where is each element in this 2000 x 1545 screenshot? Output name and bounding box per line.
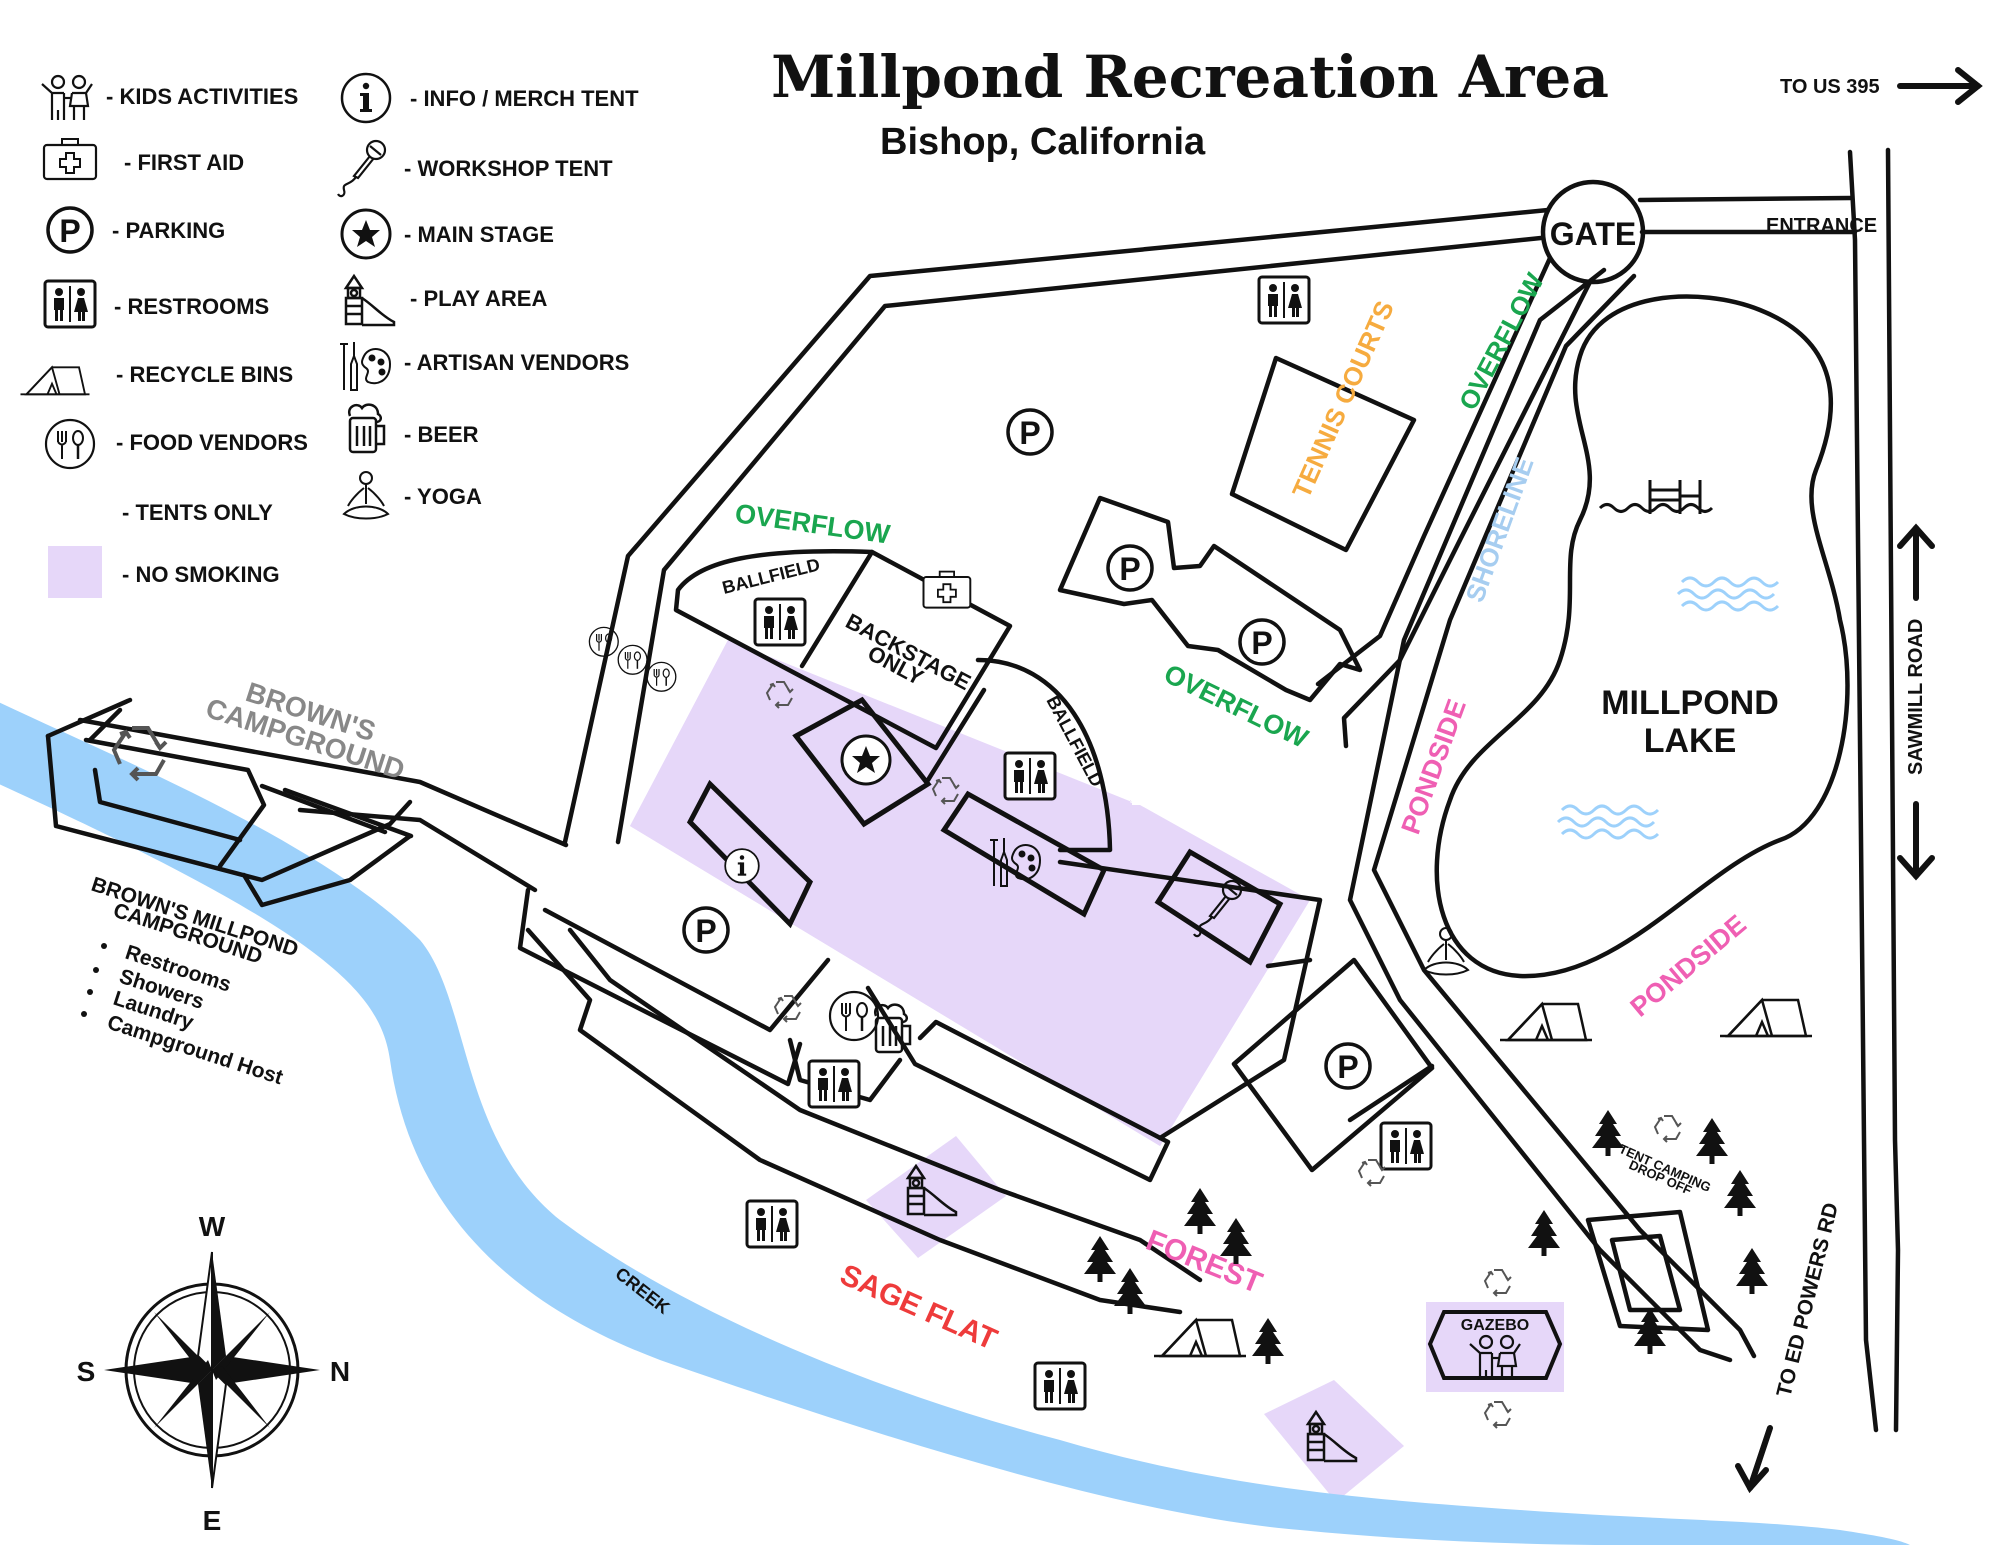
legend-label: - INFO / MERCH TENT <box>410 86 639 111</box>
forest-label: FOREST <box>1141 1224 1266 1300</box>
tree-icon <box>1696 1118 1728 1164</box>
beer-icon <box>347 403 386 454</box>
legend-label: - KIDS ACTIVITIES <box>106 84 298 109</box>
lake-name-line2: LAKE <box>1644 722 1737 760</box>
arrow-up-icon <box>1897 523 1935 601</box>
tree-icon <box>1084 1236 1116 1282</box>
tennis-courts-label: TENNIS COURTS <box>1286 296 1400 502</box>
compass-south: S <box>77 1356 96 1387</box>
parking-icon <box>1324 1042 1372 1090</box>
legend-label: - MAIN STAGE <box>404 222 554 247</box>
gazebo-label: GAZEBO <box>1461 1317 1529 1334</box>
tent-icon <box>1498 1002 1594 1042</box>
compass-east: E <box>203 1505 222 1536</box>
recycle-icon <box>1484 1401 1512 1429</box>
parking-icon <box>1006 408 1054 456</box>
main-stage <box>792 696 932 828</box>
compass-rose: W E S N <box>77 1211 350 1536</box>
to-ed-powers-label: TO ED POWERS RD <box>1773 1200 1843 1399</box>
lake-name-line1: MILLPOND <box>1601 684 1779 722</box>
food-vendors-icon <box>646 661 677 692</box>
food-vendors-icon <box>828 990 880 1042</box>
legend-label: - PLAY AREA <box>410 286 547 311</box>
legend-label: - FIRST AID <box>124 150 244 175</box>
map-subtitle: Bishop, California <box>880 121 1206 163</box>
recycle-icon <box>1484 1269 1512 1297</box>
yoga-icon <box>343 471 389 520</box>
waves-icon <box>1556 804 1660 840</box>
artisan-tent <box>940 790 1108 918</box>
playground-icon <box>344 274 396 327</box>
star-icon <box>340 208 392 260</box>
tent-icon <box>19 366 91 396</box>
pondside-label-south: PONDSIDE <box>1625 909 1752 1023</box>
parking-icon <box>46 206 94 254</box>
food-vendors-icon <box>44 418 96 470</box>
kids-activities-icon <box>40 74 94 122</box>
first-aid-icon <box>922 570 972 609</box>
compass-west: W <box>199 1211 226 1242</box>
first-aid-icon <box>42 137 98 181</box>
workshop-tent <box>1154 848 1284 966</box>
swimming-icon <box>1598 478 1714 516</box>
legend-label: - FOOD VENDORS <box>116 430 308 455</box>
legend-label: - YOGA <box>404 484 482 509</box>
restrooms-icon <box>43 279 97 329</box>
legend-label: - WORKSHOP TENT <box>404 156 613 181</box>
overflow-label-west: OVERFLOW <box>733 498 892 549</box>
entrance-label: ENTRANCE <box>1766 215 1877 237</box>
food-vendors-icon <box>617 644 648 675</box>
legend-label: - TENTS ONLY <box>122 500 273 525</box>
parking-icon <box>1238 618 1286 666</box>
gazebo: GAZEBO <box>1427 1310 1563 1382</box>
restrooms-icon <box>807 1059 861 1109</box>
legend-label: - PARKING <box>112 218 225 243</box>
tree-icon <box>1184 1188 1216 1234</box>
arrow-down-left-icon <box>1735 1425 1773 1494</box>
legend-label: - NO SMOKING <box>122 562 280 587</box>
roads <box>45 147 1901 1433</box>
overflow-label-south: OVERFLOW <box>1159 658 1313 754</box>
waves-icon <box>1676 576 1780 612</box>
compass-north: N <box>330 1356 350 1387</box>
tree-icon <box>1736 1248 1768 1294</box>
legend-label: - RECYCLE BINS <box>116 362 293 387</box>
artisan-icon <box>339 341 391 391</box>
tree-icon <box>1724 1170 1756 1216</box>
arrow-down-icon <box>1897 801 1935 881</box>
arrow-right-icon <box>1897 67 1983 105</box>
info-tent <box>686 779 814 929</box>
restrooms-icon <box>1033 1361 1087 1411</box>
restrooms-icon <box>745 1199 799 1249</box>
microphone-icon <box>336 139 387 198</box>
legend: - KIDS ACTIVITIES - FIRST AID - PARKING … <box>19 72 639 782</box>
map-title: Millpond Recreation Area <box>771 43 1609 111</box>
restrooms-icon <box>1257 275 1311 325</box>
legend-label: - RESTROOMS <box>114 294 269 319</box>
to-us395-label: TO US 395 <box>1780 76 1880 98</box>
sage-flat-label: SAGE FLAT <box>835 1258 1002 1356</box>
restrooms-icon <box>753 597 807 647</box>
tree-icon <box>1634 1308 1666 1354</box>
legend-label: - ARTISAN VENDORS <box>404 350 629 375</box>
no-smoking-swatch <box>48 546 102 598</box>
recycle-icon <box>1654 1115 1682 1143</box>
amenity-item: Campground Host <box>104 1011 285 1089</box>
parking-icon <box>682 906 730 954</box>
gate-label: GATE <box>1550 216 1637 252</box>
tree-icon <box>1528 1210 1560 1256</box>
info-icon <box>340 72 392 124</box>
tent-icon <box>1152 1318 1248 1358</box>
tent-icon <box>1718 998 1814 1038</box>
sawmill-road-label: SAWMILL ROAD <box>1905 619 1927 775</box>
parking-icon <box>1106 544 1154 592</box>
restrooms-icon <box>1379 1121 1433 1171</box>
tree-icon <box>1252 1318 1284 1364</box>
legend-label: - BEER <box>404 422 479 447</box>
restrooms-icon <box>1003 751 1057 801</box>
food-vendors-icon <box>588 626 619 657</box>
